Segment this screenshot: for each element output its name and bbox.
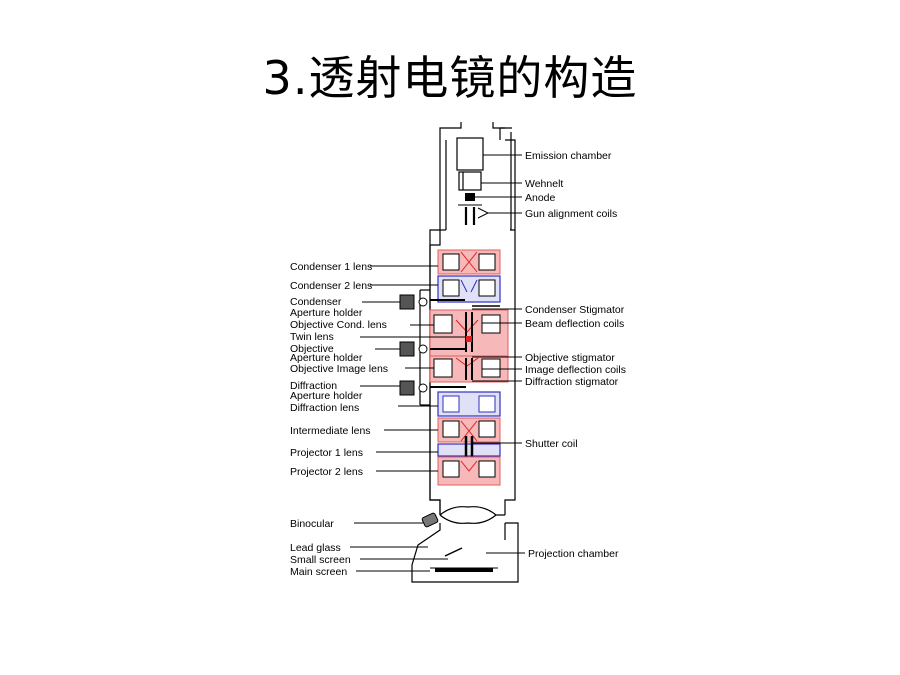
diffraction-lens <box>437 391 501 417</box>
label-main-screen: Main screen <box>290 566 347 578</box>
binocular-icon <box>421 512 439 528</box>
label-projector-2-lens: Projector 2 lens <box>290 466 363 478</box>
label-wehnelt: Wehnelt <box>525 178 563 190</box>
label-anode: Anode <box>525 192 556 204</box>
slide-title: 3.透射电镜的构造 <box>262 51 638 105</box>
label-objective: Objective <box>290 343 334 355</box>
label-condenser-aperture-holder: Aperture holder <box>290 307 363 319</box>
label-objective-image-lens: Objective Image lens <box>290 363 388 375</box>
label-objective-stigmator: Objective stigmator <box>525 352 615 364</box>
label-shutter-coil: Shutter coil <box>525 438 578 450</box>
left-leader-lines <box>350 265 466 572</box>
projector-2-lens <box>437 456 501 486</box>
label-binocular: Binocular <box>290 518 334 530</box>
label-emission-chamber: Emission chamber <box>525 150 612 162</box>
label-diffraction-lens: Diffraction lens <box>290 402 359 414</box>
intermediate-lens <box>437 417 501 443</box>
diffraction-aperture-knob <box>399 380 428 396</box>
label-small-screen: Small screen <box>290 554 351 566</box>
label-condenser: Condenser <box>290 296 342 308</box>
left-labels: Condenser 1 lens Condenser 2 lens Conden… <box>290 261 388 578</box>
label-projector-1-lens: Projector 1 lens <box>290 447 363 459</box>
label-diffraction-aperture-holder: Aperture holder <box>290 390 363 402</box>
condenser-2-lens <box>437 275 501 303</box>
label-projection-chamber: Projection chamber <box>528 548 619 560</box>
label-objective-cond-lens: Objective Cond. lens <box>290 319 387 331</box>
label-condenser-2-lens: Condenser 2 lens <box>290 280 372 292</box>
label-lead-glass: Lead glass <box>290 542 341 554</box>
label-intermediate-lens: Intermediate lens <box>290 425 371 437</box>
right-labels: Emission chamber Wehnelt Anode Gun align… <box>525 150 626 560</box>
projection-chamber <box>411 506 519 583</box>
label-diffraction: Diffraction <box>290 380 337 392</box>
label-gun-alignment-coils: Gun alignment coils <box>525 208 617 220</box>
emission-chamber-block <box>456 137 484 171</box>
condenser-1-lens <box>437 249 501 275</box>
electron-gun <box>429 122 516 515</box>
label-condenser-1-lens: Condenser 1 lens <box>290 261 372 273</box>
label-beam-deflection-coils: Beam deflection coils <box>525 318 624 330</box>
label-image-deflection-coils: Image deflection coils <box>525 364 626 376</box>
label-twin-lens: Twin lens <box>290 331 334 343</box>
objective-aperture-knob <box>399 341 428 357</box>
right-leader-lines <box>472 154 525 554</box>
wehnelt-block <box>458 171 482 191</box>
condenser-aperture-knob <box>399 294 428 310</box>
label-condenser-stigmator: Condenser Stigmator <box>525 304 625 316</box>
label-objective-aperture-holder: Aperture holder <box>290 352 363 364</box>
label-diffraction-stigmator: Diffraction stigmator <box>525 376 619 388</box>
